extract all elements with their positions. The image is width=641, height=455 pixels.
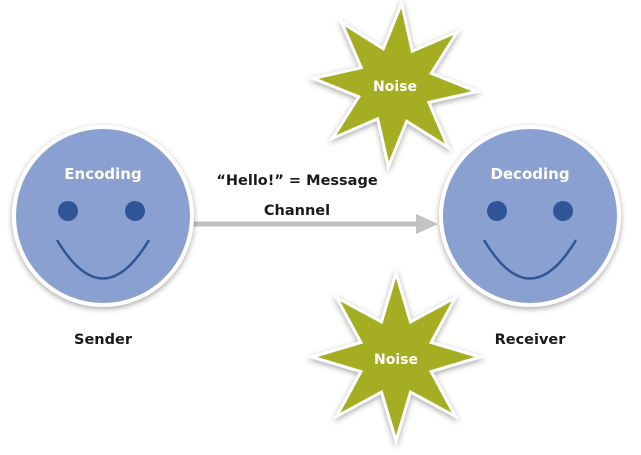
sender-caption: Sender xyxy=(74,332,133,348)
receiver-right-eye xyxy=(553,201,573,221)
message-label: “Hello!” = Message xyxy=(216,173,377,189)
decoding-label: Decoding xyxy=(490,165,569,183)
receiver-face: Decoding xyxy=(439,125,621,307)
receiver-smile xyxy=(482,239,578,280)
receiver-caption: Receiver xyxy=(495,332,567,348)
sender-right-eye xyxy=(125,201,145,221)
noise-star-bottom: Noise xyxy=(306,267,486,447)
channel-arrow xyxy=(192,214,438,234)
receiver-left-eye xyxy=(487,201,507,221)
channel-label: Channel xyxy=(264,203,330,219)
noise-star-top: Noise xyxy=(308,0,482,172)
encoding-label: Encoding xyxy=(64,165,141,183)
sender-left-eye xyxy=(58,201,78,221)
noise-bottom-label: Noise xyxy=(374,352,418,368)
sender-smile xyxy=(55,239,151,280)
sender-face: Encoding xyxy=(12,125,194,307)
noise-top-label: Noise xyxy=(373,79,417,95)
